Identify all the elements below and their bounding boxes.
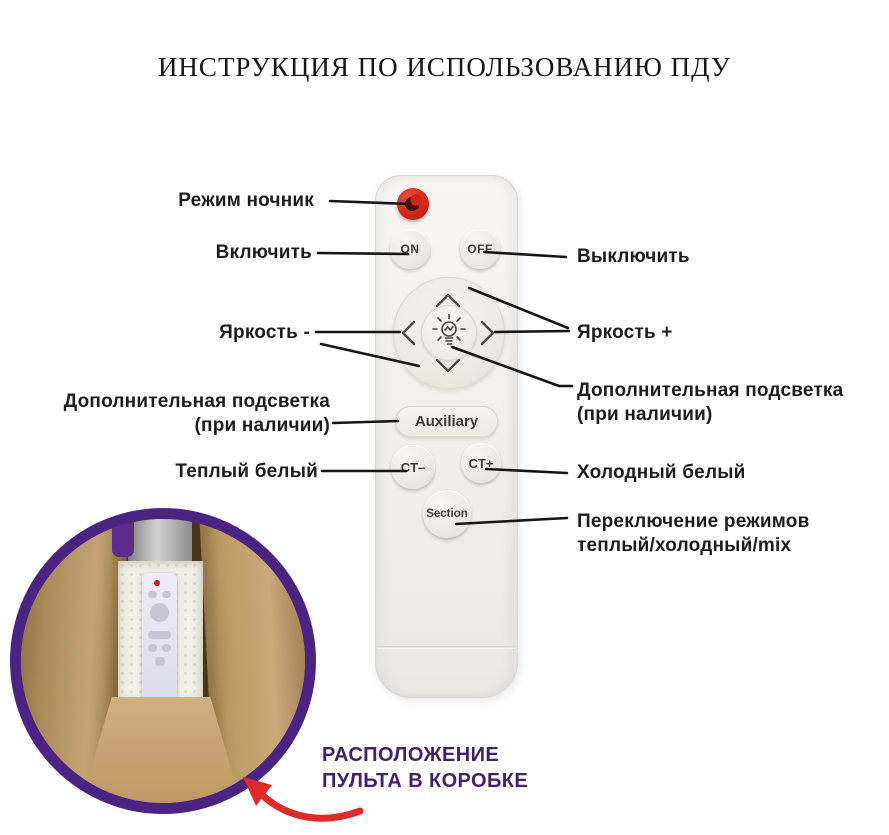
label-text: Режим ночник [178, 190, 314, 211]
ct-plus-button: CT+ [461, 443, 501, 483]
mini-button [162, 644, 171, 652]
caption-line: ПУЛЬТА В КОРОБКЕ [322, 770, 529, 792]
label-text: (при наличии) [577, 404, 713, 425]
label-night-mode: Режим ночник [178, 189, 314, 213]
label-text: Выключить [577, 246, 690, 267]
label-warm-white: Теплый белый [175, 460, 318, 484]
mini-night-button [154, 580, 160, 586]
caption-line: РАСПОЛОЖЕНИЕ [322, 744, 500, 766]
label-text: Холодный белый [577, 462, 746, 483]
label-text: Включить [215, 242, 312, 263]
box-front-flap [81, 697, 241, 803]
mini-dpad [150, 603, 169, 622]
label-text: Дополнительная подсветка [63, 391, 330, 412]
label-brightness-plus: Яркость + [577, 321, 673, 345]
box-caption: РАСПОЛОЖЕНИЕ ПУЛЬТА В КОРОБКЕ [322, 742, 528, 794]
remote-in-box [142, 573, 177, 700]
label-text: Яркость + [577, 322, 673, 343]
label-mode-switch: Переключение режимов теплый/холодный/mix [577, 510, 809, 558]
page-title: ИНСТРУКЦИЯ ПО ИСПОЛЬЗОВАНИЮ ПДУ [157, 52, 732, 82]
auxiliary-button: Auxiliary [395, 406, 498, 437]
mini-button [162, 591, 171, 598]
mini-button [155, 657, 165, 666]
lamp-pole [128, 519, 192, 567]
ct-minus-button: CT– [391, 445, 435, 489]
night-mode-button [397, 188, 429, 220]
on-button: ON [390, 229, 430, 269]
label-aux-light-right: Дополнительная подсветка (при наличии) [577, 379, 843, 427]
purple-tab [112, 519, 134, 557]
off-button: OFF [460, 229, 500, 269]
mini-button [148, 644, 157, 652]
label-text: Яркость - [219, 322, 310, 343]
label-text: теплый/холодный/mix [577, 535, 792, 556]
mini-button [148, 631, 171, 639]
label-turn-off: Выключить [577, 245, 690, 269]
label-text: Теплый белый [175, 461, 318, 482]
box-photo [10, 508, 316, 814]
label-text: Переключение режимов [577, 511, 810, 532]
remote-seam [377, 646, 516, 649]
dpad-center-button [421, 305, 477, 361]
label-turn-on: Включить [216, 241, 312, 265]
label-brightness-minus: Яркость - [219, 321, 310, 345]
mini-button [148, 591, 157, 598]
section-button: Section [423, 490, 471, 538]
label-text: (при наличии) [194, 415, 330, 436]
label-aux-light-left: Дополнительная подсветка (при наличии) [64, 390, 330, 438]
label-cold-white: Холодный белый [577, 461, 746, 485]
remote-body: ON OFF Auxiliary CT– CT+ Section [375, 175, 518, 698]
label-text: Дополнительная подсветка [577, 380, 844, 401]
